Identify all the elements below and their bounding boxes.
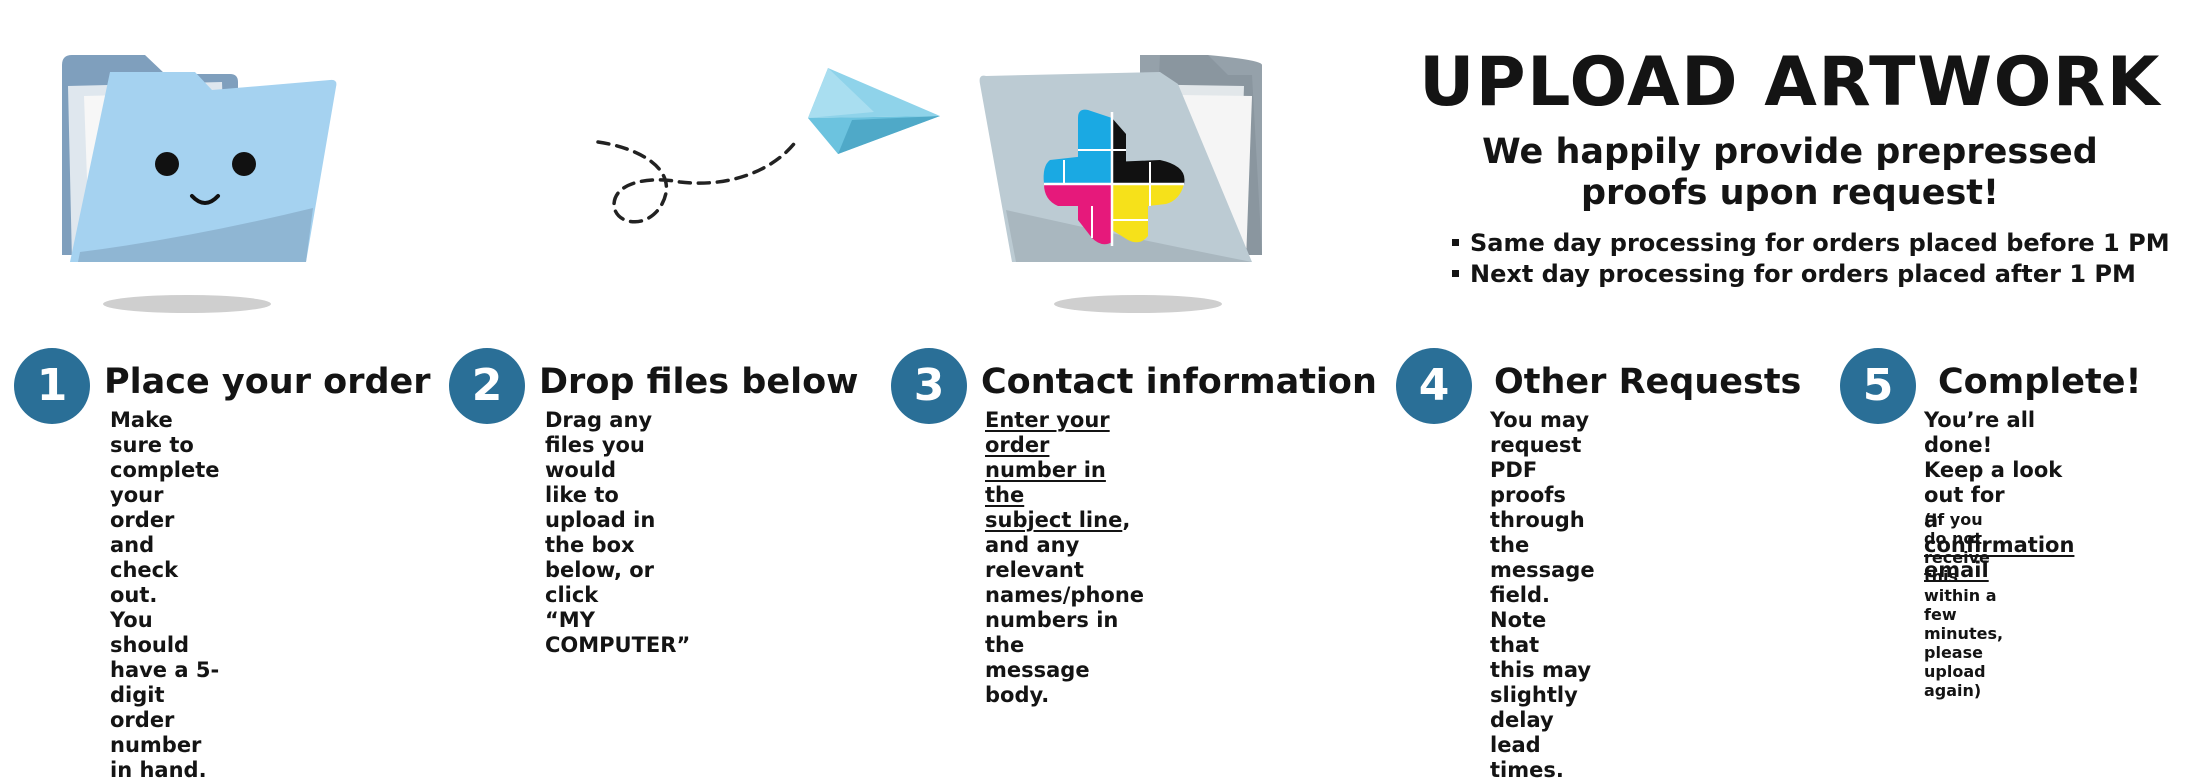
step-text-line: You may request PDF <box>1490 408 1590 482</box>
processing-note-next-day: Next day processing for orders placed af… <box>1452 259 2170 290</box>
step-title: Place your order <box>104 362 431 402</box>
step-number-badge: 1 <box>14 348 90 424</box>
step-number-badge: 4 <box>1396 348 1472 424</box>
step-text-line: times. <box>1490 758 1564 782</box>
page-title: UPLOAD ARTWORK <box>1419 43 2161 122</box>
step-text-line: Enter your order number in the <box>985 408 1144 508</box>
step-text-line: You’re all done! <box>1924 408 2036 457</box>
subtitle-line: We happily provide prepressed <box>1482 132 2098 172</box>
step-text-line: Drag any files you would <box>545 408 653 482</box>
footnote-line: please upload again) <box>1924 643 1986 700</box>
step-description: Enter your order number in the subject l… <box>985 408 1144 708</box>
step-text-line: like to upload in the box <box>545 483 656 557</box>
step-text-line: a confirmation email <box>1924 508 2074 583</box>
step-title: Other Requests <box>1494 362 1802 402</box>
subject-line-link: subject line <box>985 508 1123 532</box>
footnote-line: (If you do not receive this <box>1924 510 1990 586</box>
step-description: You may request PDF proofs through the m… <box>1490 408 1595 783</box>
step-title: Drop files below <box>539 362 859 402</box>
step-text-line: “MY COMPUTER” <box>545 608 691 657</box>
step-text-line: order number in hand. <box>110 708 207 782</box>
step-number-badge: 3 <box>891 348 967 424</box>
step-text-fragment: a <box>1924 508 1939 532</box>
illustration-layer <box>62 55 1262 313</box>
step-description: Drag any files you would like to upload … <box>545 408 690 658</box>
subject-line-instruction: Enter your order number in the <box>985 408 1110 507</box>
step-text-line: below, or click <box>545 558 655 607</box>
step-text-line: Make sure to complete <box>110 408 220 482</box>
footnote-line: within a few minutes, <box>1924 586 2004 643</box>
step-text-line: your order and check out. <box>110 483 179 607</box>
step-number-badge: 5 <box>1840 348 1916 424</box>
step-description: Make sure to complete your order and che… <box>110 408 220 783</box>
page-subtitle: We happily provide prepressed proofs upo… <box>1380 132 2200 214</box>
cmyk-folder-icon <box>979 55 1262 313</box>
step-footnote: (If you do not receive this within a few… <box>1924 510 2003 700</box>
step-text-line: Keep a look out for <box>1924 458 2063 507</box>
cmyk-plus-logo <box>1043 109 1185 246</box>
step-text-fragment: , and any relevant <box>985 508 1131 582</box>
step-text-line: message body. <box>985 658 1090 707</box>
step-text-line: this may slightly delay lead <box>1490 658 1592 757</box>
step-text-line: message field. Note that <box>1490 558 1595 657</box>
step-title: Contact information <box>981 362 1377 402</box>
processing-notes: Same day processing for orders placed be… <box>1452 228 2170 290</box>
step-text-line: names/phone numbers in the <box>985 583 1145 657</box>
step-title: Complete! <box>1938 362 2142 402</box>
subtitle-line: proofs upon request! <box>1580 173 1999 213</box>
processing-note-same-day: Same day processing for orders placed be… <box>1452 228 2170 259</box>
smiling-folder-icon <box>62 55 337 313</box>
step-description: You’re all done! Keep a look out for a c… <box>1924 408 2074 583</box>
step-text-line: You should have a 5-digit <box>110 608 220 707</box>
step-text-line: subject line, and any relevant <box>985 508 1144 583</box>
step-text-line: proofs through the <box>1490 483 1585 557</box>
confirmation-email-link[interactable]: confirmation email <box>1924 533 2075 582</box>
step-number-badge: 2 <box>449 348 525 424</box>
paper-plane-icon <box>596 68 940 224</box>
